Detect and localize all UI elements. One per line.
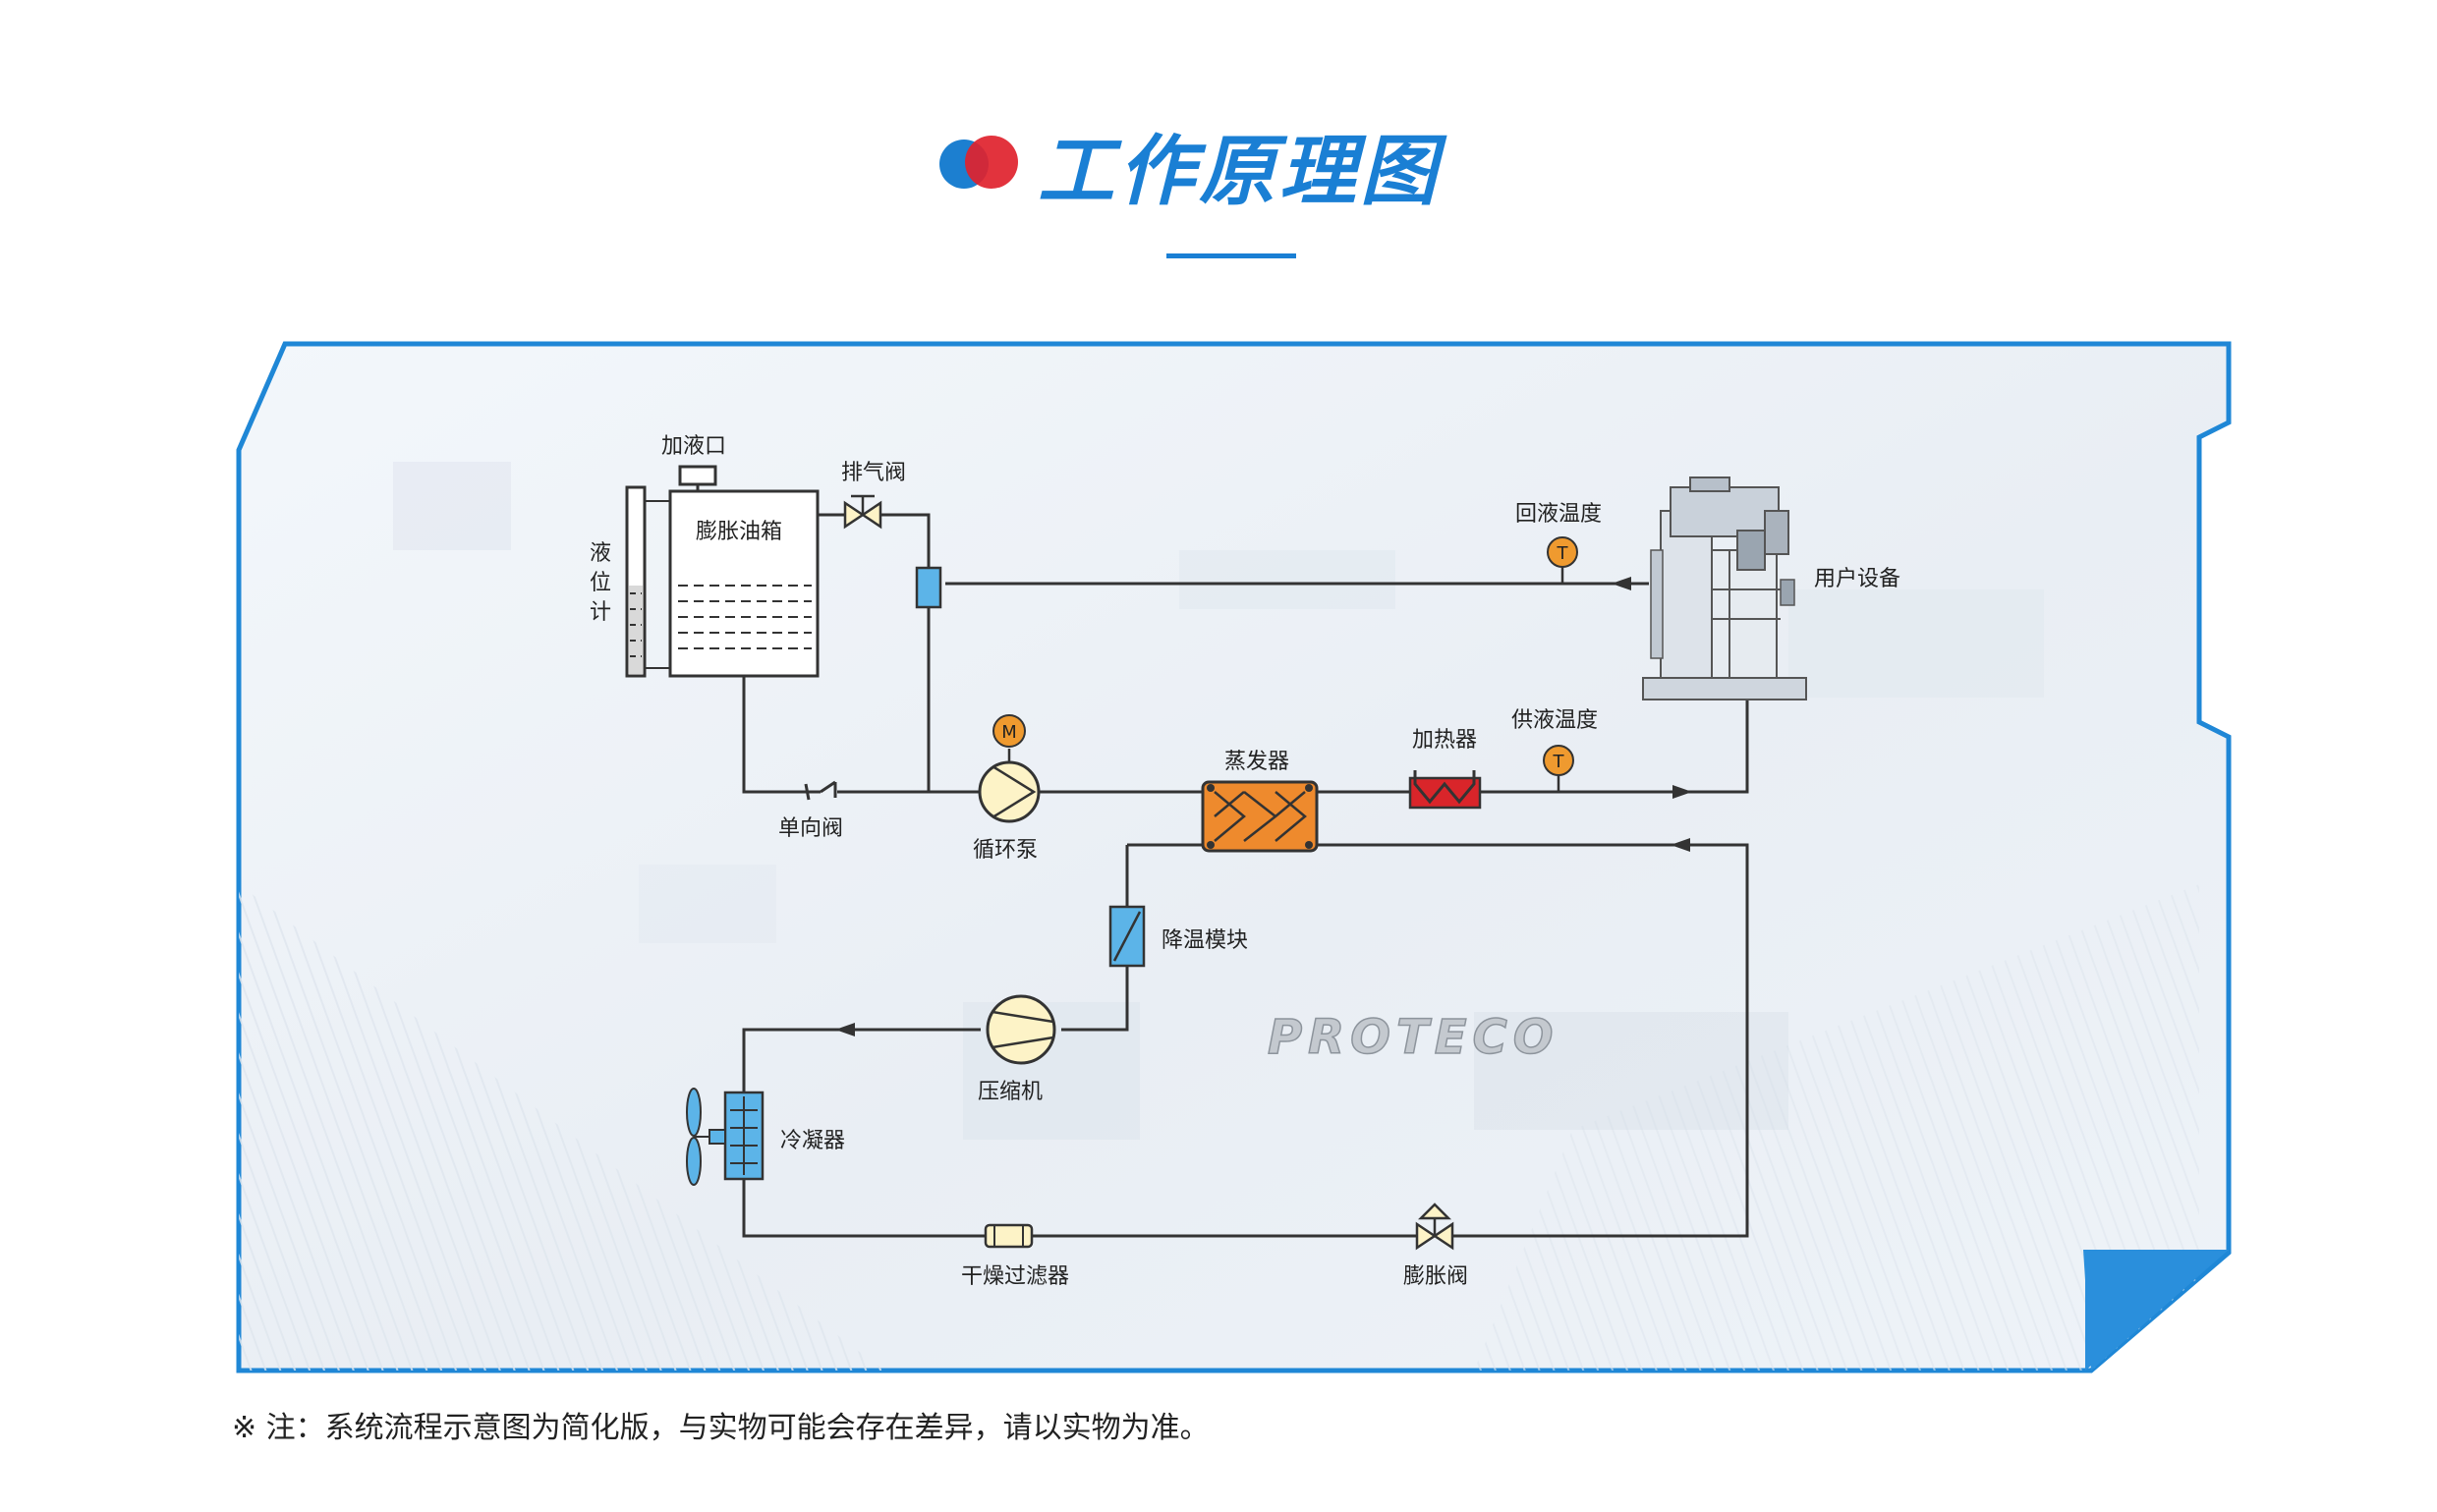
label-evaporator: 蒸发器 [1224, 750, 1289, 774]
label-expansion-valve: 膨胀阀 [1403, 1264, 1468, 1289]
cooling-module-icon [1108, 905, 1146, 968]
flow-arrows [835, 577, 1692, 1036]
return-temp-sensor-icon [1547, 536, 1578, 584]
check-valve-icon [804, 780, 837, 801]
label-expansion-tank: 膨胀油箱 [696, 520, 782, 544]
label-return-temp: 回液温度 [1515, 502, 1602, 527]
condenser-icon [708, 1091, 765, 1181]
vent-valve-icon [843, 494, 882, 530]
label-supply-temp: 供液温度 [1511, 708, 1598, 733]
fan-icon [686, 1088, 709, 1186]
expansion-valve-icon [1415, 1203, 1454, 1251]
level-gauge [625, 485, 670, 678]
expansion-tank [668, 465, 820, 678]
label-fill-port: 加液口 [661, 434, 726, 459]
background-pattern [393, 462, 2044, 1140]
label-circulation-pump: 循环泵 [973, 838, 1038, 863]
label-level-gauge-2: 位 [590, 571, 611, 595]
compressor-icon [986, 994, 1056, 1065]
circulation-pump-icon [978, 714, 1041, 823]
title-red-dot-icon [965, 136, 1018, 189]
heater-icon [1408, 770, 1482, 810]
user-equipment-icon [1642, 476, 1807, 700]
label-user-equipment: 用户设备 [1814, 567, 1900, 591]
dryer-filter-icon [984, 1223, 1034, 1249]
supply-temp-sensor-icon [1543, 745, 1574, 792]
label-dryer-filter: 干燥过滤器 [961, 1264, 1069, 1289]
brand-logo: PROTECO [1268, 1010, 1559, 1065]
label-level-gauge-3: 计 [590, 600, 611, 625]
motor-symbol: M [1001, 722, 1017, 743]
title-underline [1166, 253, 1296, 258]
evaporator-icon [1201, 780, 1319, 853]
label-level-gauge-1: 液 [590, 541, 611, 566]
return-temp-symbol: T [1557, 543, 1569, 564]
pipes [742, 513, 1749, 1238]
label-compressor: 压缩机 [978, 1080, 1043, 1104]
page-title: 工作原理图 [1038, 128, 1442, 216]
label-heater: 加热器 [1412, 728, 1477, 753]
footnote: ※ 注：系统流程示意图为简化版，与实物可能会存在差异，请以实物为准。 [232, 1411, 1210, 1445]
label-vent-valve: 排气阀 [841, 461, 906, 485]
air-separator-icon [915, 566, 942, 609]
panel-stripe-texture-right [1474, 884, 2199, 1371]
label-condenser: 冷凝器 [780, 1129, 845, 1153]
panel-stripe-texture [239, 884, 884, 1371]
label-cooling-module: 降温模块 [1162, 928, 1248, 953]
supply-temp-symbol: T [1553, 752, 1565, 772]
label-check-valve: 单向阀 [778, 816, 843, 841]
